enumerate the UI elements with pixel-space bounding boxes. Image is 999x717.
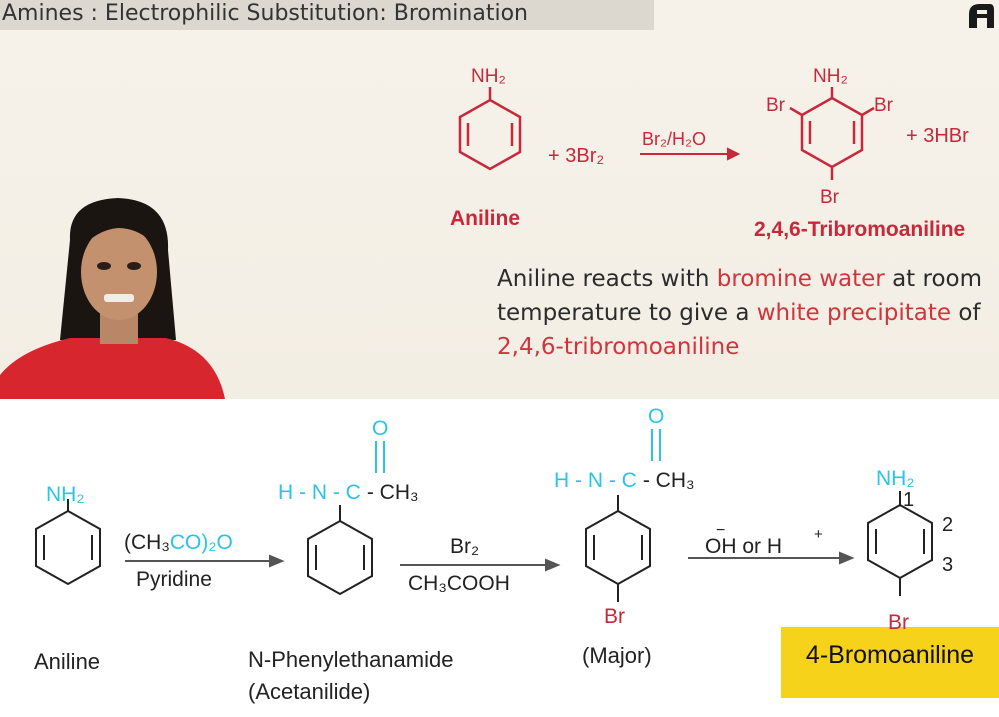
presenter-video — [0, 198, 225, 399]
amide-oxygen: O — [372, 417, 388, 440]
tribromoaniline-ring — [789, 87, 875, 180]
final-br-label: Br — [888, 611, 909, 633]
svg-text:Br: Br — [888, 611, 909, 633]
product-br-bottom: Br — [820, 187, 840, 208]
slide-title: Amines : Electrophilic Substitution: Bro… — [0, 0, 654, 30]
step3-plus: + — [814, 526, 823, 543]
position-1: 1 — [903, 489, 914, 511]
para-bromination-scheme: NH₂ Aniline (CH₃CO)₂O Pyridine O H - N -… — [34, 405, 953, 704]
highlight-white-precipitate: white precipitate — [756, 300, 952, 326]
brominated-group: H - N - C- CH₃ — [554, 469, 695, 492]
amide-group: H - N - C- CH₃ — [278, 481, 419, 504]
product-br-left: Br — [766, 95, 786, 116]
product-name: 2,4,6-Tribromoaniline — [754, 218, 965, 241]
tribromination-scheme: NH₂ Aniline + 3Br₂ Br₂/H₂O NH₂ Br Br Br … — [450, 66, 969, 241]
step2-condition: CH₃COOH — [408, 572, 510, 595]
step3-minus: − — [716, 522, 725, 539]
brand-logo-icon — [969, 4, 994, 28]
acetanilide-ring — [307, 505, 373, 596]
bromoaniline-ring — [867, 491, 933, 596]
reaction-condition: Br₂/H₂O — [642, 129, 706, 149]
step1-condition: Pyridine — [136, 568, 212, 591]
final-amino-group: NH₂ — [876, 467, 914, 490]
description-text: Aniline reacts with — [497, 266, 717, 292]
final-product-name: 4-Bromoaniline — [805, 641, 975, 669]
step1-arrow — [125, 554, 285, 568]
byproduct: + 3HBr — [906, 125, 969, 147]
highlight-bromine-water: bromine water — [716, 266, 885, 292]
bromine-reagent: + 3Br₂ — [548, 145, 604, 167]
reaction-arrow — [640, 147, 741, 161]
amide-carbonyl-bond — [375, 441, 385, 473]
description-text: of — [951, 300, 981, 326]
aniline-ring-bottom — [35, 499, 101, 586]
amide-name: N-Phenylethanamide — [248, 647, 453, 672]
step3-arrow — [688, 551, 855, 565]
amide-alt-name: (Acetanilide) — [248, 679, 370, 704]
step2-reagent: Br₂ — [450, 535, 479, 558]
product-br-right: Br — [874, 95, 894, 116]
aniline-amino-group: NH₂ — [46, 483, 84, 506]
bromoacetanilide-ring — [585, 495, 651, 602]
aniline-name-bottom: Aniline — [34, 649, 100, 674]
step3-reagent: OH or H — [705, 535, 782, 558]
reactant-name: Aniline — [450, 207, 520, 230]
brominated-oxygen: O — [648, 405, 664, 428]
step1-reagent: (CH₃CO)₂O — [124, 531, 233, 554]
highlight-product: 2,4,6-tribromoaniline — [497, 334, 740, 360]
major-label: (Major) — [582, 643, 652, 668]
reaction-description: Aniline reacts with bromine water at roo… — [497, 262, 997, 364]
description-text: at room temperature to give a — [497, 266, 983, 326]
step2-arrow — [400, 558, 561, 572]
product-highlight-box — [781, 627, 999, 698]
brominated-carbonyl-bond — [651, 429, 661, 461]
product-amino-group: NH₂ — [813, 66, 848, 87]
aniline-ring — [458, 87, 522, 171]
reactant-amino-group: NH₂ — [471, 66, 506, 87]
brominated-br: Br — [604, 605, 625, 628]
position-3: 3 — [942, 554, 953, 576]
position-2: 2 — [942, 514, 953, 536]
